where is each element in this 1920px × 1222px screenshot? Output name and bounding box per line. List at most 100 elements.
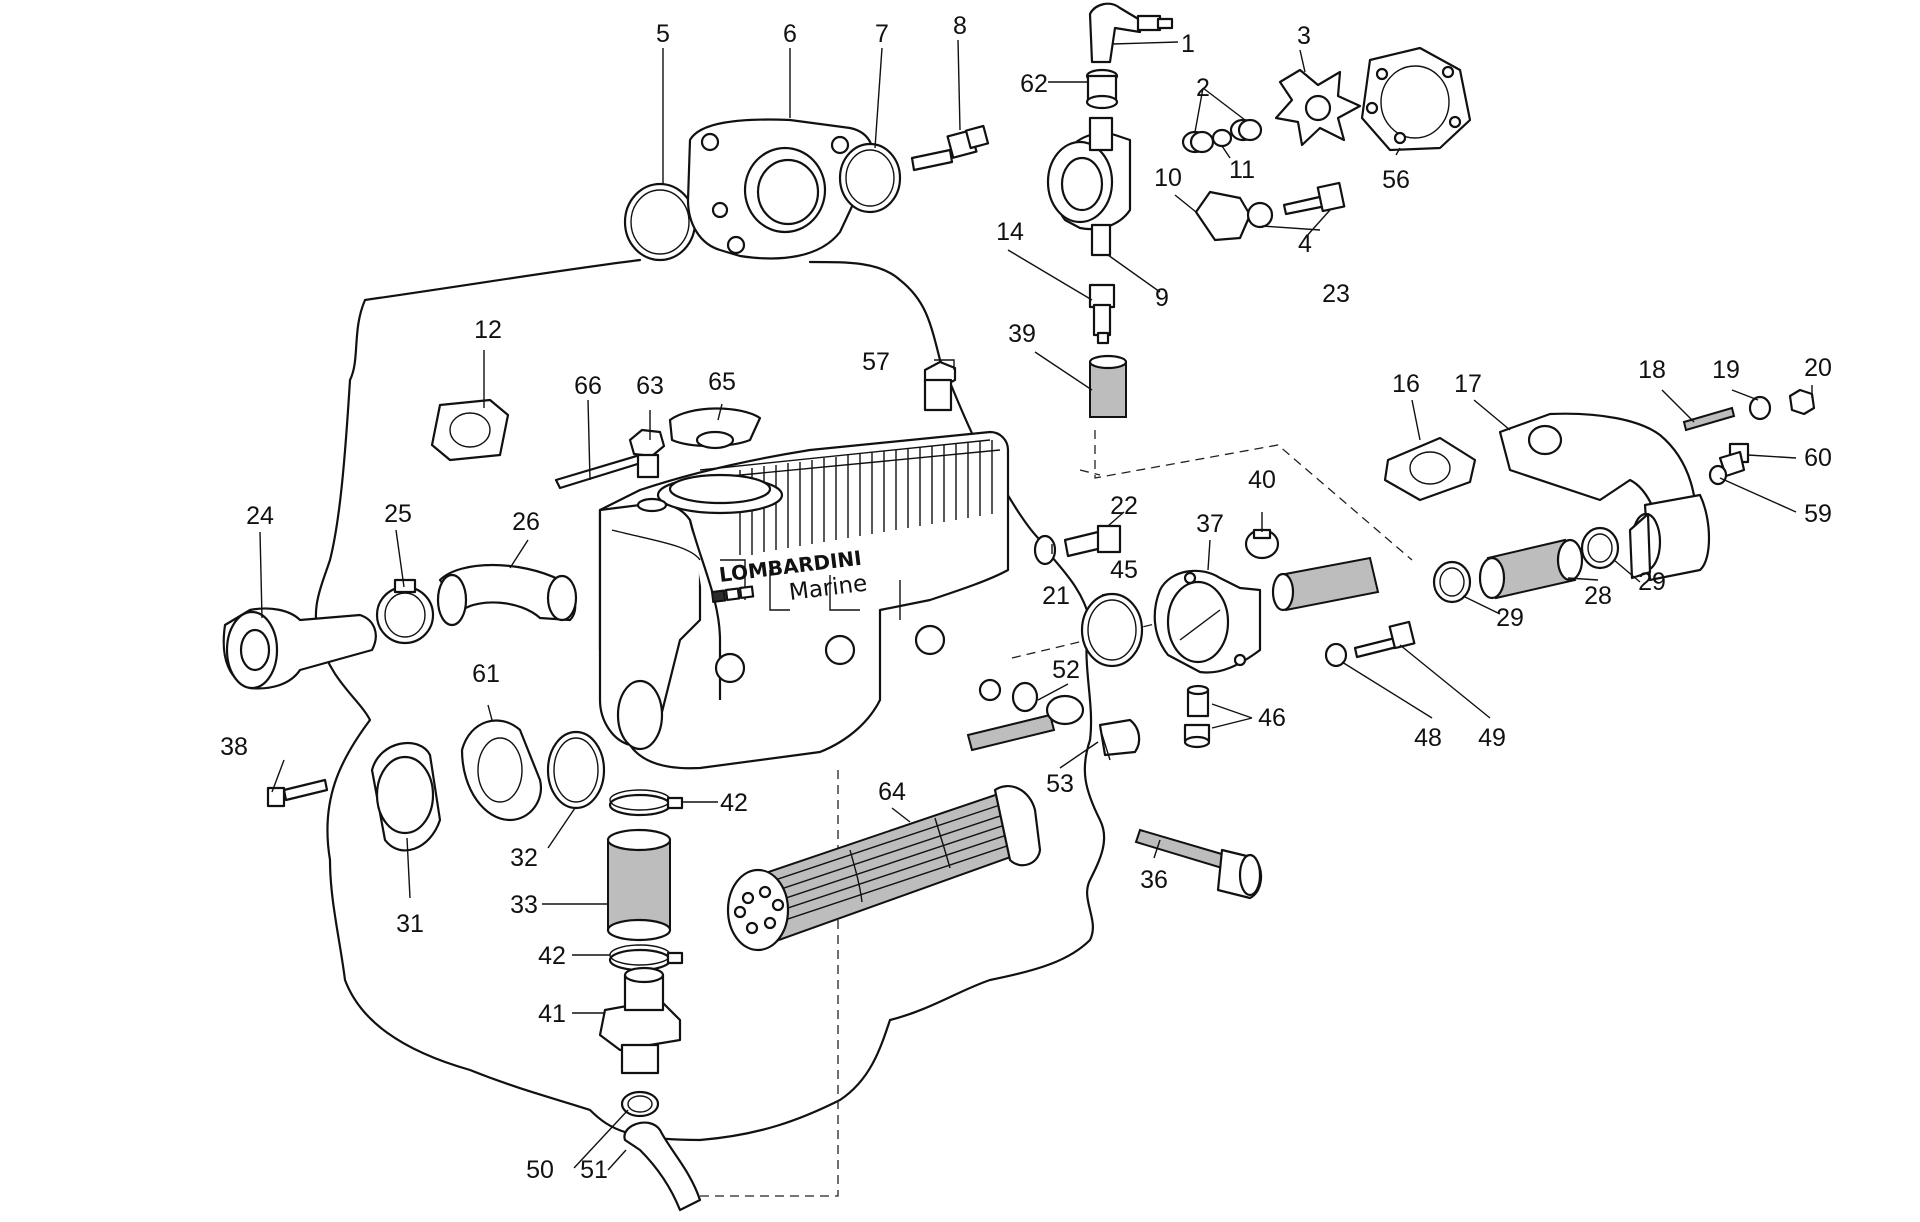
- hose-clamp-29-left: [1432, 560, 1472, 604]
- plug-57: [923, 360, 957, 412]
- callout-60: 60: [1804, 444, 1832, 472]
- callout-25: 25: [384, 500, 412, 528]
- o-ring-7: [838, 142, 902, 214]
- bushings-2: [1181, 118, 1263, 154]
- cam-10: [1194, 190, 1252, 242]
- elbow-fitting-1: [1088, 2, 1174, 64]
- pump-body-9: [1046, 116, 1132, 257]
- callout-42b: 42: [538, 942, 566, 970]
- callout-18: 18: [1638, 356, 1666, 384]
- callout-33: 33: [510, 891, 538, 919]
- end-cover-31: [370, 741, 442, 852]
- washer-19: [1748, 395, 1772, 421]
- callout-3: 3: [1297, 22, 1311, 50]
- callout-17: 17: [1454, 370, 1482, 398]
- callout-22: 22: [1110, 492, 1138, 520]
- banjo-bolt-53: [966, 694, 1141, 761]
- hose-28: [1478, 538, 1584, 600]
- bolt-36: [1134, 828, 1263, 900]
- rubber-hose-51: [623, 1121, 702, 1212]
- callout-62: 62: [1020, 70, 1048, 98]
- callout-36: 36: [1140, 866, 1168, 894]
- filler-cap-65: [668, 407, 762, 450]
- washer-52: [1011, 681, 1039, 713]
- callout-28: 28: [1584, 582, 1612, 610]
- callout-19: 19: [1712, 356, 1740, 384]
- impeller-3: [1274, 68, 1362, 147]
- callout-56: 56: [1382, 166, 1410, 194]
- plug-63: [628, 428, 666, 479]
- callout-7: 7: [875, 20, 889, 48]
- thermostat-housing-41: [598, 966, 682, 1075]
- callout-29b: 29: [1638, 568, 1666, 596]
- gasket-56: [1360, 46, 1472, 152]
- fitting-22: [1063, 524, 1122, 558]
- callout-38: 38: [220, 733, 248, 761]
- o-ring-45: [1080, 592, 1144, 668]
- sleeve-33: [606, 828, 672, 942]
- callout-20: 20: [1804, 354, 1832, 382]
- callout-66: 66: [574, 372, 602, 400]
- callout-29a: 29: [1496, 604, 1524, 632]
- gasket-16: [1383, 436, 1477, 502]
- gasket-12: [430, 398, 510, 462]
- callout-41: 41: [538, 1000, 566, 1028]
- callout-37: 37: [1196, 510, 1224, 538]
- washer-59: [1708, 464, 1728, 486]
- dashed-hose-route-4: [1079, 469, 1101, 476]
- callout-16: 16: [1392, 370, 1420, 398]
- callout-40: 40: [1248, 466, 1276, 494]
- callout-21: 21: [1042, 582, 1070, 610]
- tube-66: [554, 453, 646, 490]
- washer-21: [1033, 534, 1057, 566]
- o-ring-32: [546, 730, 606, 810]
- hose-clamp-29-right: [1580, 526, 1620, 570]
- plug-46: [1183, 684, 1211, 749]
- callout-6: 6: [783, 20, 797, 48]
- callout-52: 52: [1052, 656, 1080, 684]
- washer-48: [1324, 642, 1348, 668]
- callout-8: 8: [953, 12, 967, 40]
- screw-4: [1282, 181, 1346, 216]
- callout-26: 26: [512, 508, 540, 536]
- dashed-hose-route-1: [1094, 430, 1413, 561]
- washer-23: [1246, 201, 1274, 229]
- callout-1: 1: [1181, 30, 1195, 58]
- callout-11: 11: [1229, 156, 1255, 184]
- callout-53: 53: [1046, 770, 1074, 798]
- callout-4: 4: [1298, 230, 1312, 258]
- rubber-hose-26: [436, 563, 578, 627]
- hose-short: [1271, 556, 1380, 612]
- fitting-14: [1088, 283, 1116, 345]
- hose-clamp-42-lower: [608, 944, 684, 972]
- callout-63: 63: [636, 372, 664, 400]
- callout-14: 14: [996, 218, 1024, 246]
- leader-lines: [259, 39, 1813, 1171]
- callout-51: 51: [580, 1156, 608, 1184]
- thermostat-cover-37: [1153, 569, 1262, 674]
- callout-10: 10: [1154, 164, 1182, 192]
- callout-59: 59: [1804, 500, 1832, 528]
- heat-exchanger-64: [726, 784, 1042, 952]
- callout-5: 5: [656, 20, 670, 48]
- callout-65: 65: [708, 368, 736, 396]
- callout-46: 46: [1258, 704, 1286, 732]
- o-ring-5: [623, 182, 697, 262]
- callout-9: 9: [1155, 284, 1169, 312]
- exhaust-manifold: LOMBARDINI Marine: [598, 430, 1010, 770]
- o-ring-11: [1211, 128, 1233, 148]
- callout-57: 57: [862, 348, 890, 376]
- stud-18: [1682, 406, 1736, 432]
- nipple-62: [1085, 68, 1119, 110]
- screw-49: [1353, 620, 1416, 659]
- gasket-61: [460, 719, 543, 822]
- nut-20: [1788, 388, 1816, 416]
- hose-clamp-25: [375, 578, 435, 645]
- callout-49: 49: [1478, 724, 1506, 752]
- rubber-sleeve-39: [1088, 354, 1128, 418]
- callout-61: 61: [472, 660, 500, 688]
- callout-45: 45: [1110, 556, 1138, 584]
- bolt-38: [266, 778, 329, 808]
- temperature-sensor-8: [910, 124, 990, 172]
